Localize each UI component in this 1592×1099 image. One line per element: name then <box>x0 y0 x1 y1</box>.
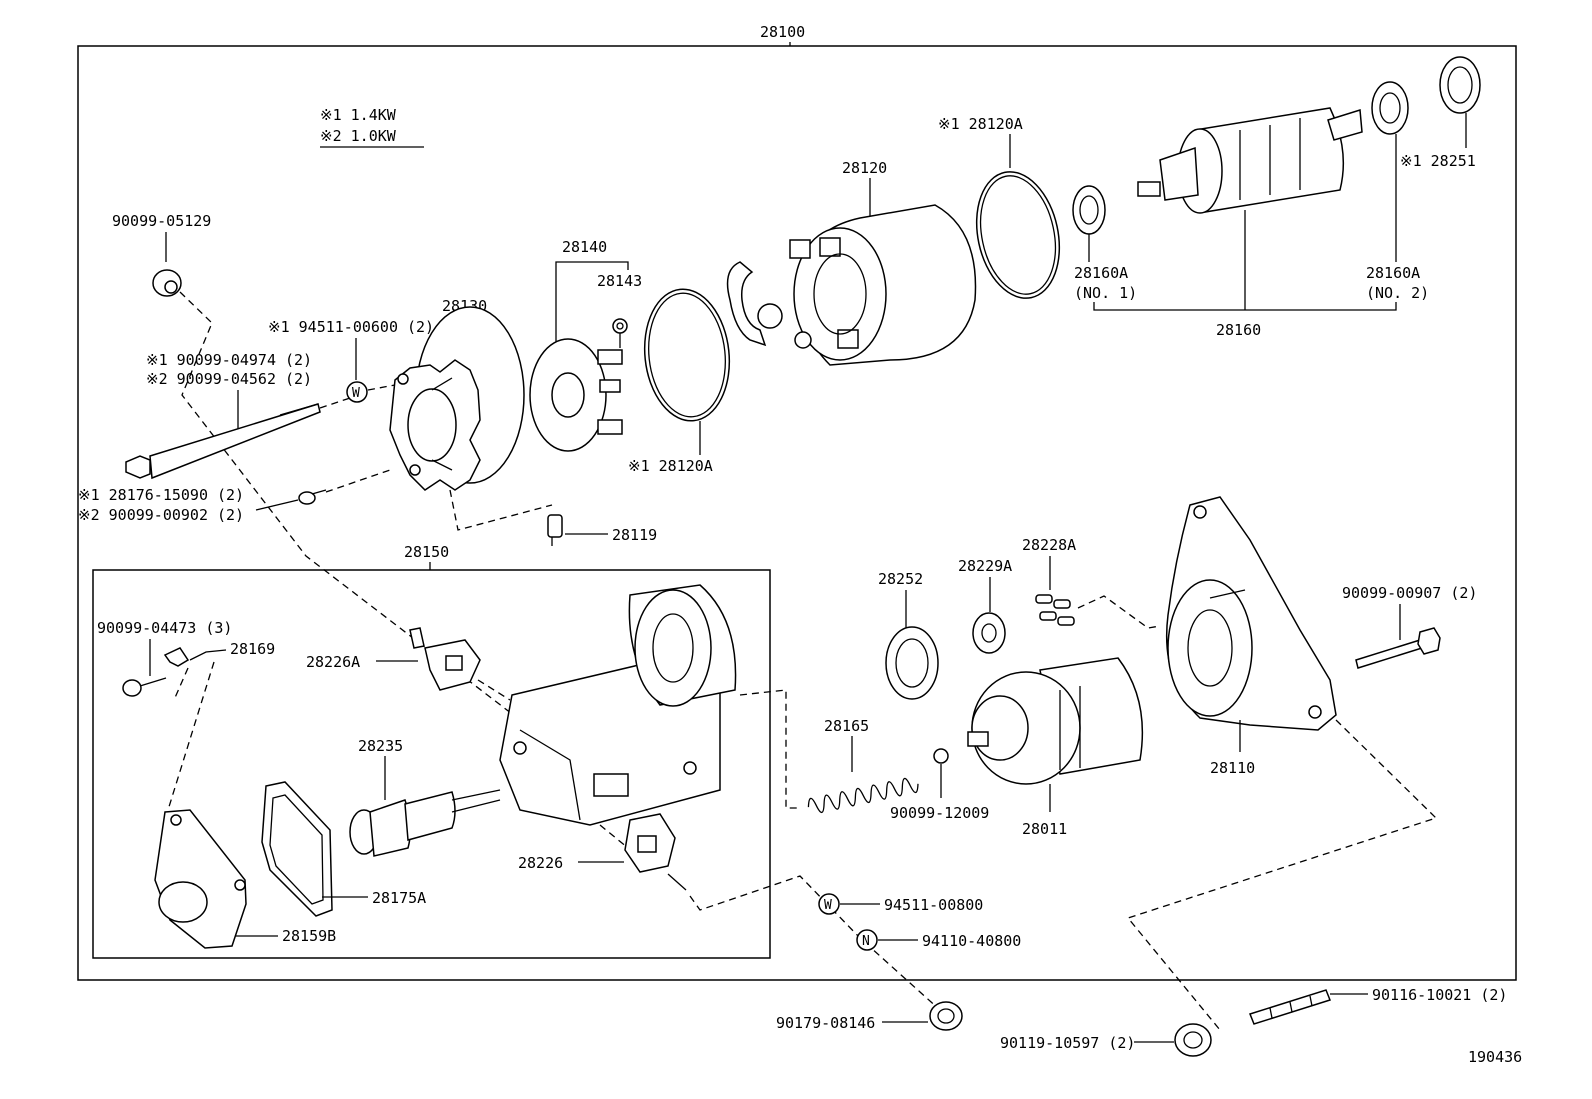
label-28160a-no1-sub: (NO. 1) <box>1074 284 1137 302</box>
label-94511-00600: ※1 94511-00600 (2) <box>268 318 434 336</box>
label-28120a-lower: ※1 28120A <box>628 457 713 475</box>
label-28169: 28169 <box>230 640 275 658</box>
label-28120a-upper: ※1 28120A <box>938 115 1023 133</box>
part-28119 <box>547 514 563 546</box>
terminal-28226a <box>409 627 481 691</box>
label-90179-08146: 90179-08146 <box>776 1014 875 1032</box>
gasket-28175a <box>261 781 333 917</box>
legend-line-1: ※1 1.4KW <box>320 106 397 124</box>
drive-housing-28110 <box>1165 496 1337 731</box>
washer-94511-00600: W <box>346 381 368 403</box>
svg-text:W: W <box>352 386 360 401</box>
label-28228a: 28228A <box>1022 536 1076 554</box>
washer-94511-00800: W <box>818 893 840 915</box>
spring-28165 <box>807 777 919 814</box>
figure-number: 190436 <box>1468 1048 1522 1066</box>
label-28160: 28160 <box>1216 321 1261 339</box>
clutch-28011 <box>967 657 1144 785</box>
end-frame-28130 <box>389 306 525 491</box>
label-28119: 28119 <box>612 526 657 544</box>
assembly-frame <box>77 45 1517 981</box>
through-bolt <box>125 403 321 480</box>
label-28110: 28110 <box>1210 759 1255 777</box>
rollers-28228a <box>1035 594 1075 626</box>
label-94110-40800: 94110-40800 <box>922 932 1021 950</box>
yoke-28120 <box>726 204 977 366</box>
armature-28160 <box>1137 107 1363 214</box>
gear-28251 <box>1439 56 1481 114</box>
label-28235: 28235 <box>358 737 403 755</box>
label-90099-12009: 90099-12009 <box>890 804 989 822</box>
label-28252: 28252 <box>878 570 923 588</box>
cover-28159b <box>154 809 247 949</box>
bearing-28160a-no1 <box>1072 185 1106 235</box>
legend-line-2: ※2 1.0KW <box>320 127 397 145</box>
terminal-28226 <box>624 813 687 891</box>
label-28140: 28140 <box>562 238 607 256</box>
o-ring-28120a-upper <box>975 171 1061 299</box>
ball-90099-12009 <box>933 748 949 764</box>
power-legend: ※1 1.4KW ※2 1.0KW <box>320 106 424 148</box>
label-28160a-no1: 28160A <box>1074 264 1128 282</box>
nut-90099-05129 <box>152 269 182 297</box>
spring-28143 <box>612 318 628 348</box>
label-28175a: 28175A <box>372 889 426 907</box>
svg-text:N: N <box>862 934 870 949</box>
magnetic-switch-housing <box>499 584 737 826</box>
label-28011: 28011 <box>1022 820 1067 838</box>
label-90119-10597: 90119-10597 (2) <box>1000 1034 1135 1052</box>
o-ring-28120a-lower <box>643 288 731 422</box>
label-90099-04473: 90099-04473 (3) <box>97 619 232 637</box>
switch-assembly-frame <box>92 569 771 959</box>
label-90099-04974: ※1 90099-04974 (2) <box>146 351 312 369</box>
label-28159b: 28159B <box>282 927 336 945</box>
label-28120: 28120 <box>842 159 887 177</box>
label-28150: 28150 <box>404 543 449 561</box>
nut-90179-08146 <box>929 1001 963 1031</box>
plate-28169 <box>163 647 190 667</box>
retainer-28229a <box>972 612 1006 654</box>
screw-28176-15090 <box>298 489 327 505</box>
label-28176-15090: ※1 28176-15090 (2) <box>78 486 244 504</box>
label-28160a-no2-sub: (NO. 2) <box>1366 284 1429 302</box>
svg-text:W: W <box>824 898 832 913</box>
label-28251: ※1 28251 <box>1400 152 1476 170</box>
brush-holder-28140 <box>529 338 623 452</box>
label-90099-05129: 90099-05129 <box>112 212 211 230</box>
plunger-28235 <box>349 789 501 857</box>
label-28226: 28226 <box>518 854 563 872</box>
assembly-label: 28100 <box>760 23 805 41</box>
label-28160a-no2: 28160A <box>1366 264 1420 282</box>
screw-90099-04473 <box>122 677 167 697</box>
label-90099-04562: ※2 90099-04562 (2) <box>146 370 312 388</box>
label-90099-00907: 90099-00907 (2) <box>1342 584 1477 602</box>
bearing-28160a-no2 <box>1371 81 1409 135</box>
idler-gear-28252 <box>885 626 939 700</box>
label-94511-00800: 94511-00800 <box>884 896 983 914</box>
label-90099-00902: ※2 90099-00902 (2) <box>78 506 244 524</box>
bolt-90099-00907 <box>1355 627 1441 669</box>
nut-90119-10597 <box>1174 1023 1212 1057</box>
label-28229a: 28229A <box>958 557 1012 575</box>
label-90116-10021: 90116-10021 (2) <box>1372 986 1507 1004</box>
stud-90116-10021 <box>1249 989 1331 1025</box>
label-28226a: 28226A <box>306 653 360 671</box>
label-28143: 28143 <box>597 272 642 290</box>
nut-94110-40800: N <box>856 929 878 951</box>
label-28165: 28165 <box>824 717 869 735</box>
